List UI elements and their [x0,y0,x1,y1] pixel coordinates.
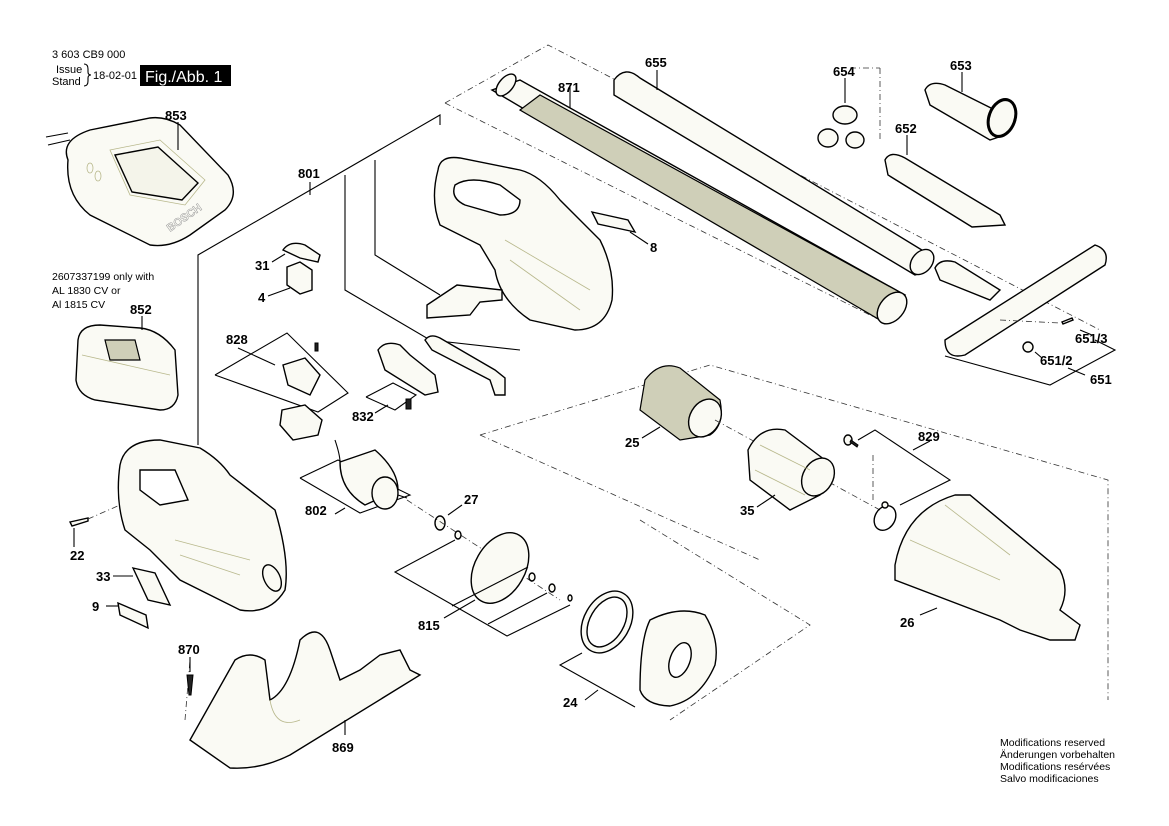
callout-35: 35 [740,503,754,518]
part-652-crevice-nozzle [884,153,1007,228]
footer-note-de: Änderungen vorbehalten [1000,749,1115,761]
part-869-stand [189,631,422,769]
callout-24: 24 [563,695,578,710]
callout-829: 829 [918,429,940,444]
callout-870: 870 [178,642,200,657]
callout-832: 832 [352,409,374,424]
callout-9: 9 [92,599,99,614]
assembly-outlines [184,44,1109,721]
callout-33: 33 [96,569,110,584]
brace-symbol [83,63,92,87]
part-25-filter [639,365,723,441]
callout-869: 869 [332,740,354,755]
callout-31: 31 [255,258,269,273]
callout-655: 655 [645,55,667,70]
footer-note-fr: Modifications resérvées [1000,761,1110,773]
part-654-clip [817,105,865,149]
part-655-tube [613,71,935,276]
battery-note-line-3: Al 1815 CV [52,299,105,311]
callout-25: 25 [625,435,639,450]
callout-22: 22 [70,548,84,563]
callout-653: 653 [950,58,972,73]
part-871-hose [490,73,908,325]
callout-651-2: 651/2 [1040,353,1073,368]
figure-badge [140,65,231,86]
part-853-charger: BOSCH [45,116,234,247]
callout-802: 802 [305,503,327,518]
callout-853: 853 [165,108,187,123]
figure-label: Fig./Abb. 1 [145,69,222,86]
callout-852: 852 [130,302,152,317]
footer-note-en: Modifications reserved [1000,737,1105,749]
callout-871: 871 [558,80,580,95]
housing-half-front [117,439,287,612]
part-26-dust-container [894,494,1081,641]
callout-828: 828 [226,332,248,347]
part-number: 3 603 CB9 000 [52,49,125,61]
callout-801: 801 [298,166,320,181]
part-852-battery [75,324,179,411]
battery-note-line-2: AL 1830 CV or [52,285,121,297]
part-35-filter-cage [747,428,836,511]
footer-note-es: Salvo modificaciones [1000,773,1099,785]
issue-label: Issue [56,64,82,76]
issue-date: 18-02-01 [93,70,137,82]
modification-notice: Modifications reserved Änderungen vorbeh… [1000,737,1115,785]
housing-half-upper [433,156,614,331]
callout-652: 652 [895,121,917,136]
callout-26: 26 [900,615,914,630]
battery-note-line-1: 2607337199 only with [52,271,154,283]
callout-815: 815 [418,618,440,633]
callout-654: 654 [833,64,855,79]
part-653-brush-nozzle [924,82,1018,141]
callout-8: 8 [650,240,657,255]
stand-label: Stand [52,76,81,88]
callout-27: 27 [464,492,478,507]
part-651-floor-nozzle [934,244,1107,357]
header-block: 3 603 CB9 000 Issue Stand 18-02-01 Fig./… [52,49,231,88]
callout-651: 651 [1090,372,1112,387]
callout-4: 4 [258,290,266,305]
